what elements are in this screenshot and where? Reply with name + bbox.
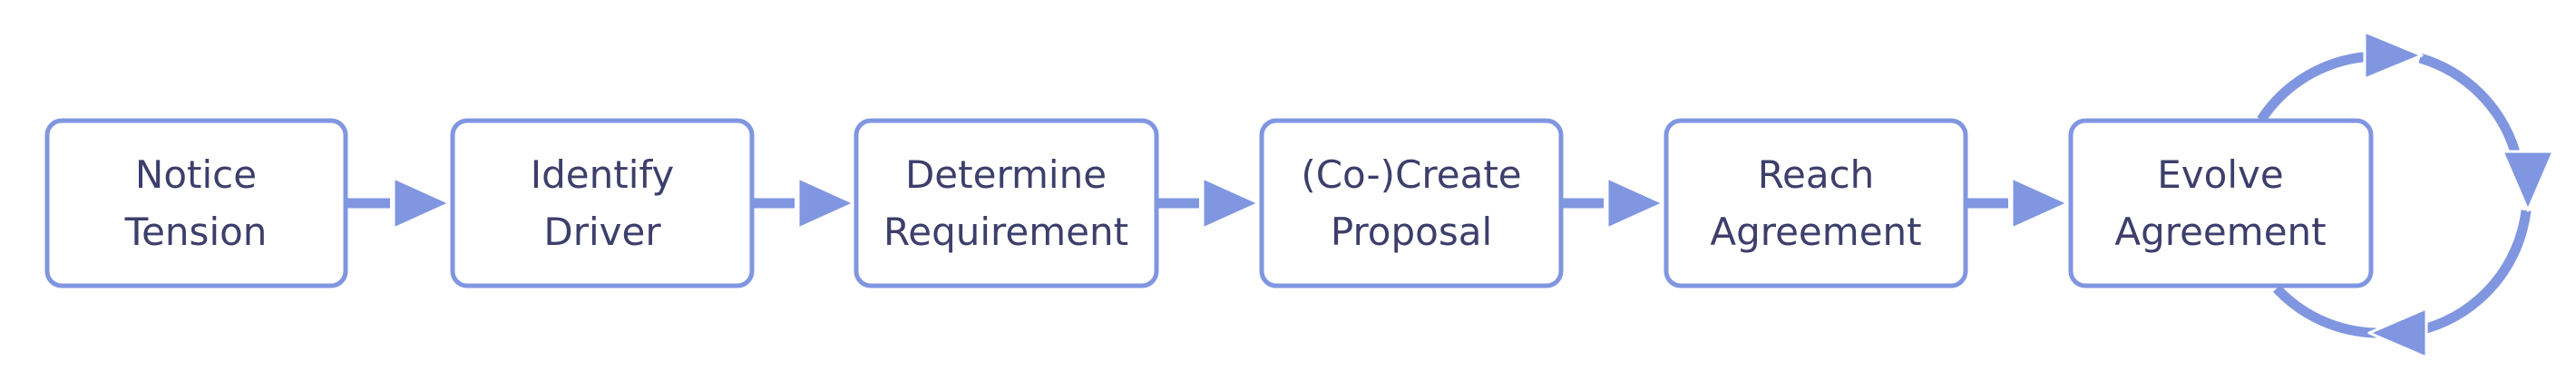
step-box-frame [1664, 118, 1968, 288]
step-label-line1: Evolve [2157, 152, 2283, 197]
step-label-line2: Agreement [1710, 210, 1921, 254]
step-box-identify-driver: Identify Driver [450, 118, 755, 288]
connectors [346, 176, 2070, 230]
connector-arrowhead-4 [1605, 176, 1665, 230]
step-label-line1: Reach [1758, 152, 1875, 197]
step-box-notice-tension: Notice Tension [44, 118, 348, 288]
step-box-co-create-proposal: (Co-)Create Proposal [1259, 118, 1564, 288]
loop-arc-top-right [2418, 53, 2521, 154]
loop-arc-bottom-left [2272, 285, 2377, 338]
step-box-reach-agreement: Reach Agreement [1664, 118, 1968, 288]
loop-arrowhead-bottom [2367, 307, 2428, 359]
step-box-evolve-agreement: Evolve Agreement [2068, 118, 2374, 288]
connector-arrowhead-3 [1201, 176, 1261, 230]
step-box-frame [44, 118, 348, 288]
step-label-line2: Tension [124, 210, 268, 254]
connector-arrowhead-5 [2010, 176, 2070, 230]
step-box-frame [1259, 118, 1564, 288]
step-label-line1: (Co-)Create [1301, 152, 1521, 197]
step-label-line1: Identify [531, 152, 675, 197]
step-label-line1: Notice [135, 152, 257, 197]
step-box-frame [450, 118, 755, 288]
step-box-frame [2068, 118, 2374, 288]
loop-arc-top-left [2257, 51, 2377, 123]
loop-arrowhead-right [2501, 150, 2555, 212]
loop-arc-bottom-right [2425, 210, 2532, 334]
step-box-frame [854, 118, 1159, 288]
step-box-determine-requirement: Determine Requirement [854, 118, 1159, 288]
step-label-line1: Determine [905, 152, 1107, 197]
step-label-line2: Requirement [883, 210, 1128, 254]
connector-arrowhead-2 [796, 176, 856, 230]
connector-arrowhead-1 [392, 176, 452, 230]
step-label-line2: Proposal [1331, 210, 1492, 254]
step-label-line2: Agreement [2114, 210, 2326, 254]
step-label-line2: Driver [543, 210, 661, 254]
loop-arrowhead-top [2363, 30, 2424, 81]
evolve-loop [2257, 30, 2555, 359]
